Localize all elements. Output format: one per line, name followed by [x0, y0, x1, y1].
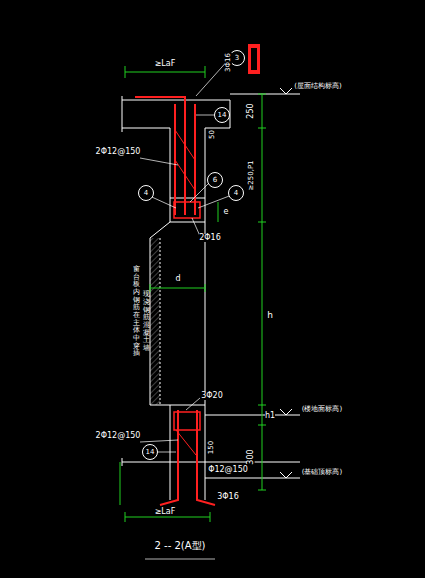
callout-number: 3 — [235, 55, 239, 62]
callout-number: 6 — [213, 177, 217, 184]
dimension-label: h — [267, 311, 273, 320]
dimension-label: 2Φ12@150 — [96, 432, 141, 440]
dimension-label: ≥LaF — [155, 508, 176, 516]
dimension-label: 150 — [209, 440, 216, 453]
dimension-label: 300 — [247, 449, 255, 464]
dimension-label: (屋面结构标高) — [294, 83, 341, 90]
dimension-label: 3Φ16 — [217, 493, 239, 501]
callout-circle: 6 — [207, 172, 223, 188]
dimension-label: (基础顶标高) — [302, 469, 342, 476]
callout-number: 14 — [146, 449, 155, 456]
dimension-label: h1 — [265, 412, 275, 420]
callout-number: 4 — [144, 190, 148, 197]
dimension-label: 2Φ12@150 — [96, 148, 141, 156]
dimension-label: Φ12@150 — [208, 466, 248, 474]
callout-circle: 4 — [138, 185, 154, 201]
dimension-label: e — [224, 208, 229, 216]
dimension-label: d — [175, 275, 180, 283]
note-text: 窗台板内钢筋在主体中穿插 — [133, 266, 140, 358]
dimension-label: 2Φ16 — [199, 234, 221, 242]
note-text: 现浇钢筋混凝土墙 — [143, 291, 150, 353]
callout-circle: 4 — [228, 185, 244, 201]
dimension-label: (楼地面标高) — [302, 406, 342, 413]
section-caption: 2 -- 2(A型) — [155, 541, 206, 551]
dimension-label: 3Φ20 — [201, 392, 223, 400]
callout-number: 4 — [234, 190, 238, 197]
callout-circle: 14 — [142, 444, 158, 460]
dimension-label: ≥LaF — [155, 60, 176, 68]
dimension-label: ≥250,P1 — [247, 160, 254, 190]
dimension-label: 250 — [247, 103, 255, 118]
dimension-label: 50 — [208, 130, 215, 139]
dimension-label: 3Φ16 — [225, 53, 232, 72]
callout-number: 14 — [218, 112, 227, 119]
callout-circle: 14 — [214, 107, 230, 123]
